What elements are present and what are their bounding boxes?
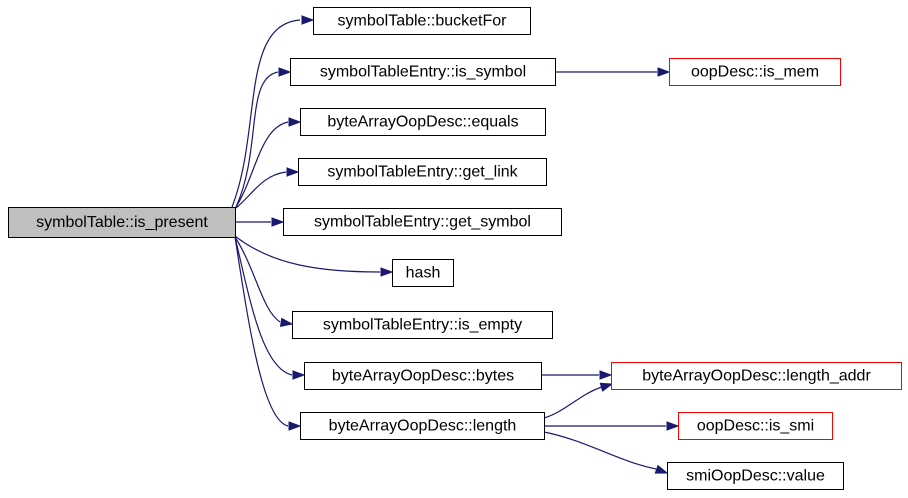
edge-is-present-to-length [234, 236, 302, 431]
edge-is-present-to-bytes [234, 236, 306, 380]
node-box[interactable] [313, 7, 531, 35]
edge-line [235, 71, 279, 208]
arrowhead [666, 421, 680, 431]
node-label: byteArrayOopDesc::length [329, 418, 517, 435]
node-label: oopDesc::is_smi [697, 418, 814, 435]
edge-is-present-to-get-symbol [235, 217, 285, 227]
edge-is-present-to-is-empty [234, 236, 294, 327]
node-box[interactable] [392, 259, 454, 287]
node-label: hash [406, 265, 441, 282]
arrowhead [599, 382, 614, 392]
node-label: symbolTableEntry::is_symbol [320, 64, 526, 81]
edge-line [234, 236, 289, 427]
edge-length-to-length-addr [543, 382, 614, 419]
node-label: smiOopDesc::value [686, 468, 825, 485]
node-is-smi[interactable]: oopDesc::is_smi [678, 412, 833, 440]
node-is-empty[interactable]: symbolTableEntry::is_empty [292, 311, 553, 339]
node-is-present[interactable]: symbolTable::is_present [8, 207, 236, 238]
edge-line [235, 121, 289, 208]
node-box[interactable] [678, 412, 833, 440]
node-label: byteArrayOopDesc::equals [327, 114, 518, 131]
node-is-symbol[interactable]: symbolTableEntry::is_symbol [290, 58, 556, 86]
node-equals[interactable]: byteArrayOopDesc::equals [300, 108, 546, 136]
arrowhead [599, 370, 613, 380]
node-label: symbolTableEntry::get_link [327, 164, 518, 181]
arrowhead [380, 267, 394, 277]
arrowhead [657, 67, 671, 77]
node-label: symbolTable::is_present [36, 214, 208, 231]
edge-line [231, 19, 301, 208]
node-box[interactable] [300, 412, 545, 440]
arrowhead [279, 317, 294, 327]
edge-is-present-to-hash [234, 235, 394, 277]
arrowhead [271, 217, 285, 227]
node-box[interactable] [283, 208, 562, 236]
arrowhead [288, 117, 302, 127]
node-label: symbolTableEntry::get_symbol [314, 214, 531, 231]
node-is-mem[interactable]: oopDesc::is_mem [669, 58, 841, 86]
node-get-link[interactable]: symbolTableEntry::get_link [298, 158, 547, 186]
node-label: byteArrayOopDesc::length_addr [642, 368, 871, 385]
node-hash[interactable]: hash [392, 259, 454, 287]
node-box[interactable] [611, 362, 902, 390]
edge-line [543, 431, 657, 470]
node-bytes[interactable]: byteArrayOopDesc::bytes [304, 362, 542, 390]
arrowhead [288, 421, 302, 431]
edge-line [234, 235, 381, 273]
edge-line [543, 386, 603, 419]
edge-is-present-to-is-symbol [235, 67, 292, 208]
node-box[interactable] [300, 108, 546, 136]
node-box[interactable] [669, 58, 841, 86]
node-value[interactable]: smiOopDesc::value [667, 462, 844, 490]
node-box[interactable] [8, 207, 236, 238]
node-label: symbolTableEntry::is_empty [323, 317, 522, 334]
edge-line [234, 236, 281, 323]
node-bucketFor[interactable]: symbolTable::bucketFor [313, 7, 531, 35]
node-box[interactable] [292, 311, 553, 339]
edge-is-present-to-get-link [235, 167, 300, 209]
node-length[interactable]: byteArrayOopDesc::length [300, 412, 545, 440]
edge-is-symbol-to-is-mem [555, 67, 671, 77]
nodes-layer: symbolTable::is_present symbolTable::buck… [8, 7, 902, 490]
node-label: byteArrayOopDesc::bytes [332, 368, 514, 385]
node-get-symbol[interactable]: symbolTableEntry::get_symbol [283, 208, 562, 236]
edge-is-present-to-bucketFor [231, 15, 315, 208]
edge-line [234, 236, 293, 376]
edge-length-to-is-smi [544, 421, 680, 431]
arrowhead [286, 167, 300, 177]
arrowhead [301, 15, 315, 25]
node-box[interactable] [290, 58, 556, 86]
edge-bytes-to-length-addr [541, 370, 613, 380]
node-length-addr[interactable]: byteArrayOopDesc::length_addr [611, 362, 902, 390]
arrowhead [292, 370, 306, 380]
edge-length-to-value [543, 431, 669, 474]
edge-is-present-to-equals [235, 117, 302, 208]
edge-line [235, 171, 287, 209]
node-box[interactable] [667, 462, 844, 490]
arrowhead [654, 464, 669, 474]
node-box[interactable] [298, 158, 547, 186]
edges-layer [231, 15, 680, 474]
node-label: symbolTable::bucketFor [338, 13, 508, 30]
arrowhead [278, 67, 292, 77]
node-box[interactable] [304, 362, 542, 390]
node-label: oopDesc::is_mem [691, 64, 819, 81]
